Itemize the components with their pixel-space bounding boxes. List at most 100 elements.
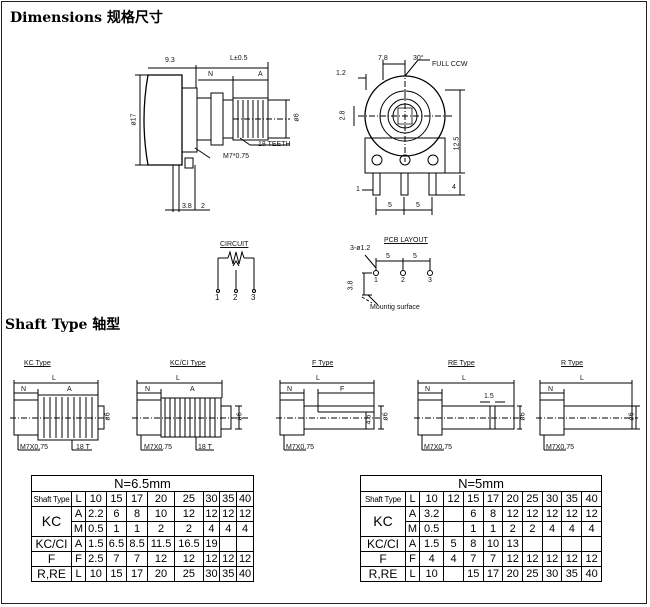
table-cell: A — [405, 536, 420, 552]
table-cell: Shaft Type — [360, 491, 406, 507]
table-cell: 8 — [462, 536, 484, 552]
table-cell: 40 — [581, 491, 602, 507]
table-cell: 10 — [482, 536, 504, 552]
table-cell: 4 — [418, 551, 445, 567]
table-cell: 7 — [482, 551, 504, 567]
table-cell: 2 — [146, 521, 176, 537]
f-dia: ø6 — [382, 412, 390, 421]
thread-label: M7*0.75 — [223, 153, 250, 160]
table-cell: 12 — [202, 506, 221, 522]
re-dim-n: N — [425, 386, 431, 393]
kc-ci-dia: ø6 — [236, 412, 244, 421]
dim-9-3: 9.3 — [165, 57, 175, 64]
kc-type-drawing — [10, 380, 108, 451]
kc-ci-type-drawing — [132, 380, 248, 451]
table-cell: F — [360, 551, 406, 567]
dim-17: ø17 — [130, 113, 138, 126]
table-cell: 0.5 — [418, 521, 445, 537]
table-cell: 10 — [146, 506, 176, 522]
spec-table-n65: N=6.5mm Shaft Type L 10 15 17 20 25 30 3… — [31, 475, 254, 582]
kc-dim-l: L — [52, 375, 56, 382]
table-cell: 40 — [581, 566, 602, 582]
table-cell: 5 — [443, 536, 464, 552]
side-view-drawing — [135, 62, 290, 212]
table-cell: 2 — [174, 521, 204, 537]
pcb-layout-drawing — [361, 254, 433, 306]
table-cell: L — [405, 566, 420, 582]
table-cell: 17 — [482, 491, 504, 507]
dim-n: N — [208, 71, 214, 78]
table-cell: A — [71, 536, 86, 552]
table-cell: 12 — [219, 506, 238, 522]
table-row: M 0.5 1 1 2 2 4 4 4 — [361, 521, 602, 537]
table-cell: 17 — [126, 566, 148, 582]
kc-ci-thread: M7X0.75 — [144, 444, 173, 451]
table-cell: 20 — [502, 566, 524, 582]
table-cell: 12 — [522, 506, 543, 522]
table-cell: 12 — [581, 551, 602, 567]
dim-5-left: 5 — [388, 202, 392, 209]
table-cell: R,RE — [31, 566, 72, 582]
table-cell — [522, 536, 543, 552]
r-thread: M7X0.75 — [546, 444, 575, 451]
front-view-drawing — [353, 59, 465, 215]
circuit-pin-3: 3 — [251, 293, 256, 302]
table-cell: 12 — [561, 506, 583, 522]
table-cell: 12 — [561, 551, 583, 567]
table-cell: 25 — [522, 491, 543, 507]
f-type-drawing — [276, 380, 384, 451]
table-cell: F — [31, 551, 72, 567]
r-dim-n: N — [548, 386, 554, 393]
kc-ci-dim-n: N — [145, 386, 151, 393]
kc-dim-n: N — [21, 386, 27, 393]
table-cell: 17 — [126, 491, 148, 507]
table-cell: 10 — [418, 491, 445, 507]
table-cell: 35 — [561, 566, 583, 582]
table-cell — [581, 536, 602, 552]
table-cell — [541, 536, 563, 552]
table-cell: 12 — [541, 551, 563, 567]
dim-5-right: 5 — [416, 202, 420, 209]
table-cell: 4 — [541, 521, 563, 537]
table-cell: 30 — [202, 491, 221, 507]
table-cell: 12 — [236, 551, 254, 567]
pcb-holes-label: 3-ø1.2 — [350, 245, 371, 252]
f-dim-f: F — [340, 386, 345, 393]
table-cell: 2 — [522, 521, 543, 537]
table-cell: 12 — [581, 506, 602, 522]
dim-l: L±0.5 — [230, 55, 248, 62]
table-cell: 1.5 — [418, 536, 445, 552]
table-cell: 16.5 — [174, 536, 204, 552]
table-cell: 19 — [202, 536, 221, 552]
table-cell: 12 — [202, 551, 221, 567]
f-flat-dim: 4.5 — [365, 414, 373, 425]
re-dim-1-5: 1.5 — [484, 393, 494, 400]
table-cell: 30 — [202, 566, 221, 582]
table-cell: 13 — [502, 536, 524, 552]
table-cell: L — [71, 491, 86, 507]
full-ccw-label: FULL CCW — [432, 61, 468, 68]
table-row: Shaft Type L 10 15 17 20 25 30 35 40 — [31, 491, 254, 507]
table-cell: 8 — [482, 506, 504, 522]
table-cell: 1.5 — [85, 536, 107, 552]
table-row: F F 4 4 7 7 12 12 12 12 12 — [360, 551, 602, 567]
kc-ci-dim-a: A — [190, 386, 195, 393]
table-cell: 25 — [522, 566, 543, 582]
f-dim-n: N — [287, 386, 293, 393]
pcb-mounting-surface: Mountig surface — [370, 304, 420, 311]
table-cell: 7 — [105, 551, 128, 567]
dim-6: ø6 — [293, 113, 301, 122]
pcb-dim-5-left: 5 — [386, 253, 390, 260]
dim-4: 4 — [452, 184, 456, 191]
table-cell: 25 — [174, 566, 204, 582]
dim-2: 2 — [201, 203, 205, 210]
circuit-drawing — [216, 250, 256, 293]
table-cell: 12 — [502, 506, 524, 522]
table-cell: 35 — [219, 491, 238, 507]
table-cell: KC/CI — [360, 536, 406, 552]
table-cell: 40 — [236, 491, 254, 507]
table-cell: 2.2 — [85, 506, 107, 522]
spec-table-n5: N=5mm Shaft Type L 10 12 15 17 20 25 30 … — [360, 475, 602, 582]
table-cell: 15 — [105, 566, 128, 582]
table-cell: 2 — [502, 521, 524, 537]
